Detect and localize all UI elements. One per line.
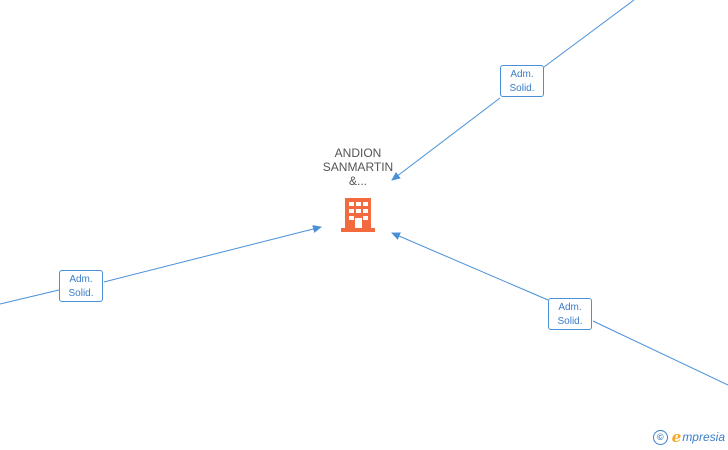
brand-logo-initial: e bbox=[671, 428, 682, 446]
role-line-1: Adm. bbox=[558, 302, 582, 313]
role-box-left[interactable]: Adm. Solid. bbox=[59, 270, 103, 302]
edge-top-right-arrow bbox=[391, 97, 501, 181]
role-box-bottom-right[interactable]: Adm. Solid. bbox=[548, 298, 592, 330]
role-line-2: Solid. bbox=[557, 316, 583, 327]
company-name-line-3: &... bbox=[348, 174, 367, 188]
company-name-line-1: ANDION bbox=[334, 146, 382, 160]
role-line-2: Solid. bbox=[68, 288, 94, 299]
brand-footer[interactable]: © e mpresia bbox=[652, 428, 725, 446]
company-name-line-2: SANMARTIN bbox=[322, 160, 394, 174]
role-line-1: Adm. bbox=[510, 69, 534, 80]
edge-bottom-right-arrow bbox=[391, 232, 549, 301]
edge-left-arrow bbox=[103, 225, 322, 283]
building-icon[interactable] bbox=[341, 196, 375, 232]
edge-top-right-outer bbox=[543, 0, 635, 68]
role-box-top-right[interactable]: Adm. Solid. bbox=[500, 65, 544, 97]
copyright-icon: © bbox=[652, 429, 668, 445]
role-line-2: Solid. bbox=[509, 83, 535, 94]
edge-bottom-right-outer bbox=[592, 320, 728, 386]
edge-left-outer bbox=[0, 289, 60, 305]
role-line-1: Adm. bbox=[69, 274, 93, 285]
brand-logo-text: mpresia bbox=[682, 430, 725, 444]
company-name[interactable]: ANDION SANMARTIN &... bbox=[308, 146, 408, 188]
